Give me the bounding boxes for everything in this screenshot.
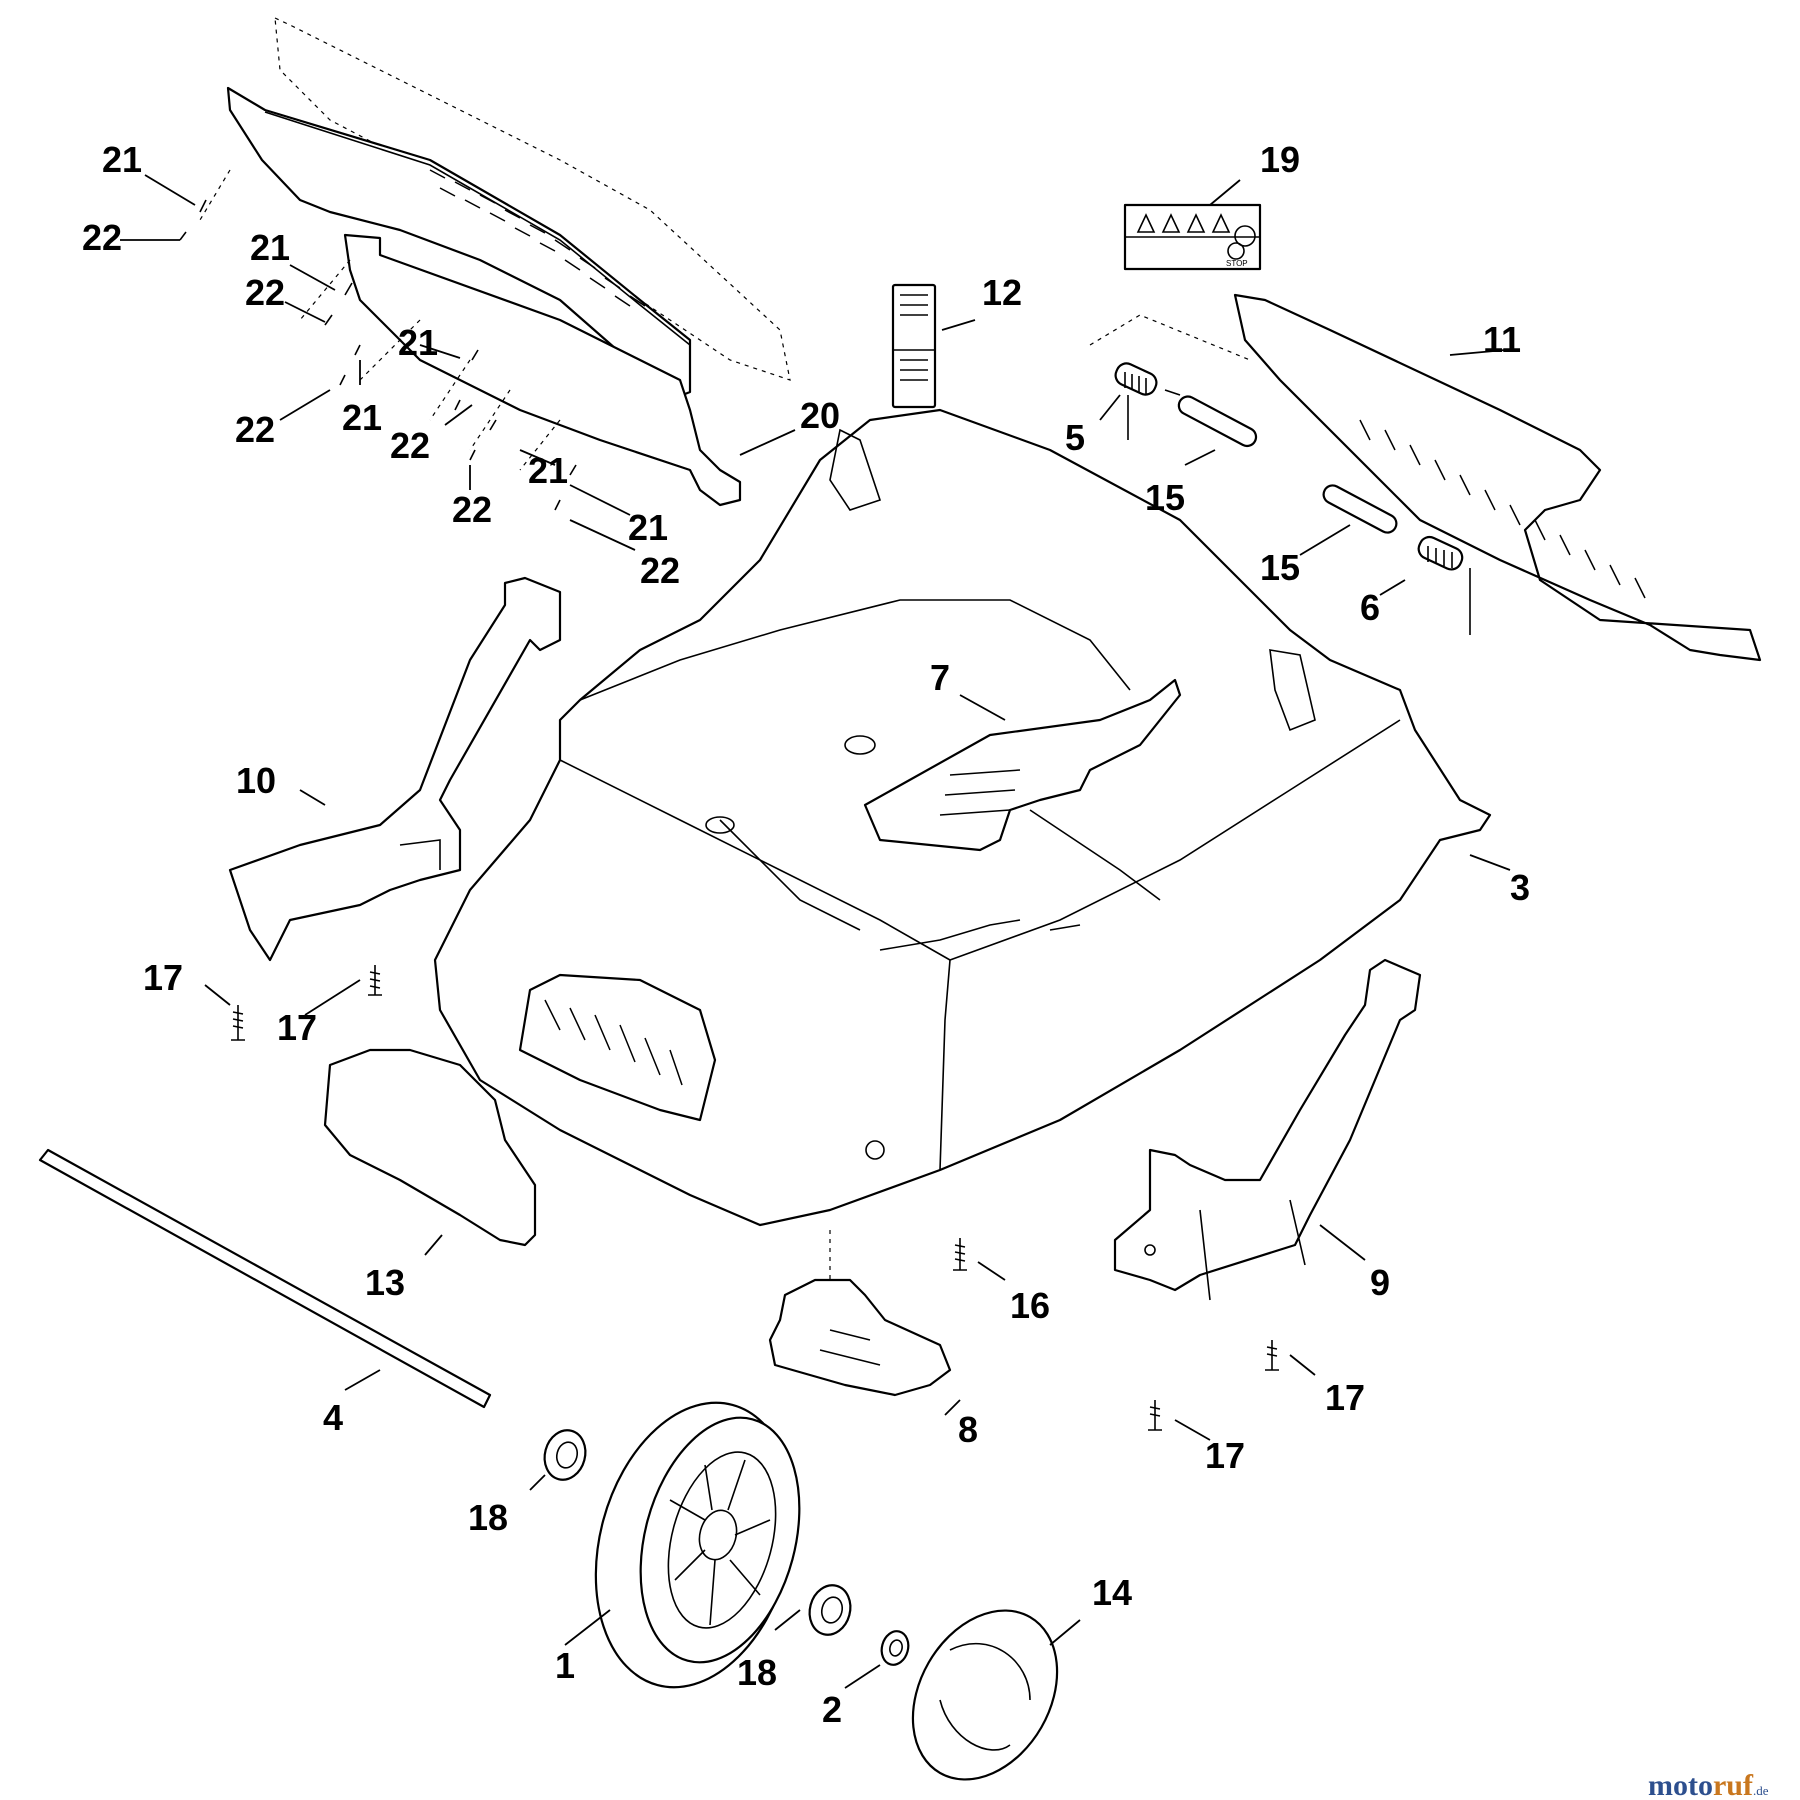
part-12-sticker bbox=[891, 283, 937, 409]
part-14-hubcap bbox=[911, 1609, 1059, 1781]
callout-10: 10 bbox=[236, 760, 276, 801]
callout-11: 11 bbox=[1483, 319, 1521, 360]
callout-22-d: 22 bbox=[390, 425, 430, 466]
part-4-axle bbox=[38, 1148, 492, 1409]
watermark-part3: .de bbox=[1753, 1783, 1769, 1798]
part-8-height-adjuster bbox=[768, 1230, 952, 1397]
part-11-rear-cover bbox=[1089, 293, 1762, 662]
part-20-rear-flap bbox=[226, 17, 791, 507]
part-2-nut bbox=[880, 1630, 910, 1666]
svg-text:motoruf.de: motoruf.de bbox=[1648, 1769, 1769, 1800]
callout-22-e: 22 bbox=[452, 489, 492, 530]
watermark-logo: motoruf.de bbox=[1648, 1769, 1769, 1800]
part-7-center-cover bbox=[863, 678, 1182, 852]
callout-1: 1 bbox=[555, 1645, 575, 1686]
part-16-screw bbox=[953, 1238, 967, 1271]
callout-14: 14 bbox=[1092, 1572, 1132, 1613]
parts-5-6-15-springs-pins bbox=[1114, 362, 1471, 635]
callout-22-f: 22 bbox=[640, 550, 680, 591]
callout-22-a: 22 bbox=[82, 217, 122, 258]
callout-22-b: 22 bbox=[245, 272, 285, 313]
callout-21-b: 21 bbox=[250, 227, 290, 268]
part-19-safety-label: STOP bbox=[1123, 203, 1262, 271]
callout-18-b: 18 bbox=[737, 1652, 777, 1693]
callout-15-lower: 15 bbox=[1260, 547, 1300, 588]
callout-21-e: 21 bbox=[528, 450, 568, 491]
watermark-part1: moto bbox=[1648, 1769, 1713, 1800]
callout-2: 2 bbox=[822, 1689, 842, 1730]
callout-labels: 1 2 3 4 5 6 7 8 9 10 11 12 13 14 15 15 1… bbox=[82, 139, 1530, 1730]
fasteners-21-22 bbox=[179, 169, 577, 511]
callout-21-f: 21 bbox=[628, 507, 668, 548]
callout-3: 3 bbox=[1510, 867, 1530, 908]
callout-9: 9 bbox=[1370, 1262, 1390, 1303]
callout-21-d: 21 bbox=[342, 397, 382, 438]
part-13-front-flap bbox=[323, 1048, 537, 1247]
callout-21-a: 21 bbox=[102, 139, 142, 180]
part-9-side-bracket bbox=[1113, 958, 1422, 1301]
callout-17-c: 17 bbox=[1325, 1377, 1365, 1418]
callout-13: 13 bbox=[365, 1262, 405, 1303]
callout-17-a: 17 bbox=[143, 957, 183, 998]
callout-17-b: 17 bbox=[277, 1007, 317, 1048]
callout-8: 8 bbox=[958, 1409, 978, 1450]
callout-20: 20 bbox=[800, 395, 840, 436]
callout-12: 12 bbox=[982, 272, 1022, 313]
callout-22-c: 22 bbox=[235, 409, 275, 450]
callout-17-d: 17 bbox=[1205, 1435, 1245, 1476]
callout-15-upper: 15 bbox=[1145, 477, 1185, 518]
part-10-side-bracket bbox=[228, 576, 562, 962]
callout-7: 7 bbox=[930, 657, 950, 698]
watermark-part2: ruf bbox=[1713, 1769, 1754, 1800]
part-1-wheel bbox=[594, 1401, 801, 1689]
part-18-bearing-lower bbox=[808, 1584, 852, 1636]
leader-lines bbox=[120, 174, 1511, 1689]
callout-21-c: 21 bbox=[398, 322, 438, 363]
callout-5: 5 bbox=[1065, 417, 1085, 458]
callout-19: 19 bbox=[1260, 139, 1300, 180]
callout-4: 4 bbox=[323, 1397, 343, 1438]
part-18-bearing-upper bbox=[543, 1429, 587, 1481]
label-19-stop-text: STOP bbox=[1226, 259, 1248, 268]
callout-16: 16 bbox=[1010, 1285, 1050, 1326]
callout-18-a: 18 bbox=[468, 1497, 508, 1538]
callout-6: 6 bbox=[1360, 587, 1380, 628]
part-17-screws bbox=[231, 965, 1279, 1431]
